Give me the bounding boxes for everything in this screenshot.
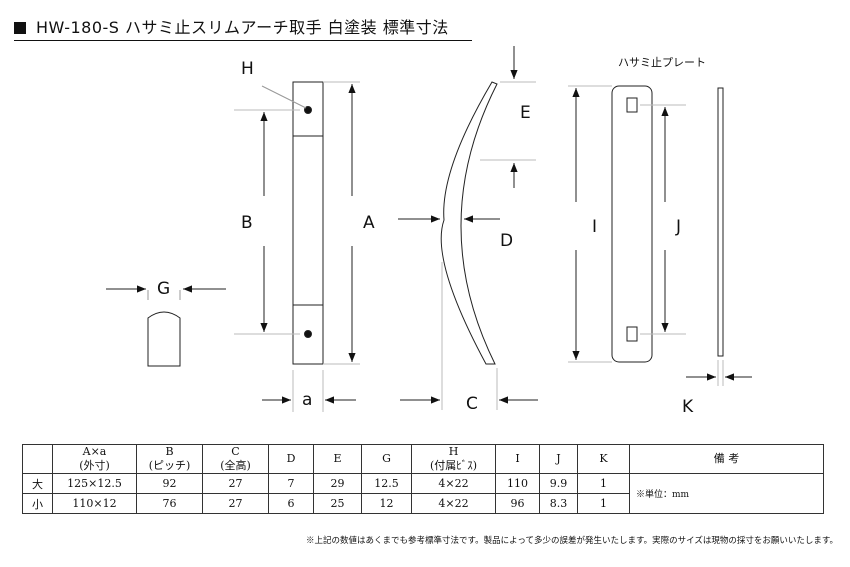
footnote: ※上記の数値はあくまでも参考標準寸法です。製品によって多少の誤差が発生いたします…: [305, 536, 838, 546]
table-cell: 4×22: [411, 493, 496, 514]
header-cell: B(ピッチ): [136, 444, 203, 474]
label-a: A: [363, 213, 375, 233]
table-cell: 9.9: [539, 473, 578, 494]
plate-front-view: [611, 85, 653, 363]
table-cell: 12: [361, 493, 412, 514]
label-c: C: [466, 394, 478, 414]
title-underline: [14, 40, 472, 41]
screw-hole-bottom: [304, 330, 312, 338]
label-i: I: [592, 217, 597, 237]
title-square-bullet: [14, 22, 26, 34]
table-cell: 96: [495, 493, 540, 514]
table-cell: 29: [313, 473, 362, 494]
h-leader-line: [261, 85, 307, 109]
header-cell: C(全高): [202, 444, 269, 474]
label-j: J: [675, 217, 681, 237]
table-cell: 大: [22, 473, 53, 494]
table-cell: 7: [268, 473, 314, 494]
table-cell: 76: [136, 493, 203, 514]
table-cell: 4×22: [411, 473, 496, 494]
plate-slot-top: [626, 97, 638, 113]
table-cell: 6: [268, 493, 314, 514]
table-cell: 25: [313, 493, 362, 514]
handle-front-view: [292, 81, 324, 365]
spec-table: A×a(外寸) B(ピッチ) C(全高) D E G H(付属ﾋﾞｽ) I J …: [22, 444, 824, 514]
table-cell: 110: [495, 473, 540, 494]
table-header-row: A×a(外寸) B(ピッチ) C(全高) D E G H(付属ﾋﾞｽ) I J …: [22, 444, 824, 474]
header-cell: A×a(外寸): [52, 444, 137, 474]
table-cell: 27: [202, 493, 269, 514]
table-cell: 110×12: [52, 493, 137, 514]
page-title: HW-180-S ハサミ止スリムアーチ取手 白塗装 標準寸法: [14, 14, 449, 38]
header-cell: I: [495, 444, 540, 474]
table-cell: 27: [202, 473, 269, 494]
screw-hole-top: [304, 106, 312, 114]
label-b: B: [241, 213, 253, 233]
label-d: D: [500, 231, 513, 251]
plate-label: ハサミ止プレート: [618, 56, 706, 69]
table-cell: 1: [577, 493, 630, 514]
header-cell: D: [268, 444, 314, 474]
label-k: K: [682, 397, 694, 417]
table-row: 小 110×12 76 27 6 25 12 4×22 96 8.3 1: [22, 493, 824, 514]
table-cell: 小: [22, 493, 53, 514]
table-row: 大 125×12.5 92 27 7 29 12.5 4×22 110 9.9 …: [22, 473, 824, 514]
label-small-a: a: [302, 390, 312, 410]
remarks-cell: ※単位：mm: [629, 473, 824, 514]
header-cell: J: [539, 444, 578, 474]
header-cell: E: [313, 444, 362, 474]
label-e: E: [520, 103, 531, 123]
header-cell: K: [577, 444, 630, 474]
header-cell: [22, 444, 53, 474]
handle-side-arch: [440, 81, 498, 365]
end-profile-shape: [147, 311, 181, 367]
header-cell-remarks: 備 考: [629, 444, 824, 474]
label-g: G: [157, 279, 170, 299]
technical-drawing: H B A G a E D C I J K ハサミ止プレート: [106, 46, 752, 417]
table-cell: 92: [136, 473, 203, 494]
table-cell: 12.5: [361, 473, 412, 494]
label-h: H: [241, 59, 254, 79]
title-text: HW-180-S ハサミ止スリムアーチ取手 白塗装 標準寸法: [36, 18, 449, 37]
header-cell: H(付属ﾋﾞｽ): [411, 444, 496, 474]
plate-slot-bottom: [626, 326, 638, 342]
table-cell: 8.3: [539, 493, 578, 514]
table-cell: 1: [577, 473, 630, 494]
table-cell: 125×12.5: [52, 473, 137, 494]
plate-side-view: [717, 87, 724, 357]
header-cell: G: [361, 444, 412, 474]
